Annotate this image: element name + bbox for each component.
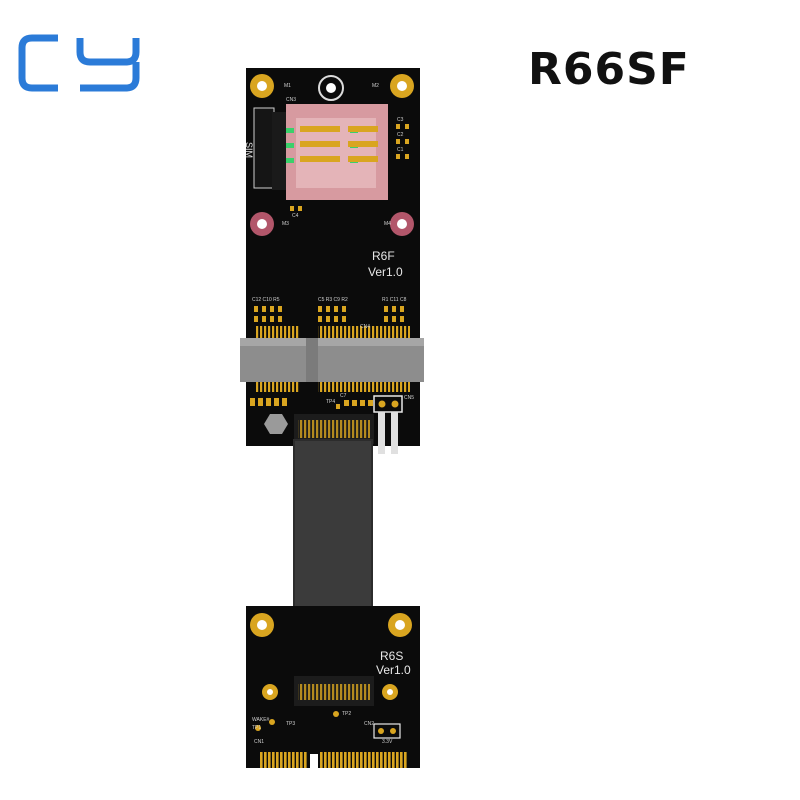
product-model-title: R66SF [528, 44, 690, 95]
silk-cn3: CN3 [286, 97, 297, 103]
lower-version-label: Ver1.0 [376, 663, 411, 677]
silk-tp1: TP1 [252, 725, 262, 731]
silk-3v3: 3.3V [382, 739, 393, 745]
silk-c7: C7 [340, 393, 347, 399]
silk-cn1: CN1 [254, 739, 265, 745]
silk-cn4: CN4 [360, 324, 371, 330]
silk-m2: M2 [372, 83, 379, 89]
upper-version-label: Ver1.0 [368, 265, 403, 279]
silk-left-group: C12 C10 R5 [252, 297, 280, 303]
upper-board [240, 68, 424, 454]
lower-model-label: R6S [380, 649, 404, 663]
upper-model-label: R6F [372, 249, 395, 263]
lower-board [246, 606, 420, 768]
silk-m3: M3 [282, 221, 289, 227]
silk-c4: C4 [292, 213, 299, 219]
silk-c1: C1 [397, 147, 404, 153]
silk-cn2: CN2 [364, 721, 375, 727]
silk-tp2: TP2 [342, 711, 352, 717]
silk-tp3: TP3 [286, 721, 296, 727]
silk-tp4: TP4 [326, 399, 336, 405]
silk-wake: WAKE# [252, 717, 270, 723]
silk-sim: SIM [244, 142, 254, 159]
silk-cn5: CN5 [404, 395, 415, 401]
silk-right-group: R1 C11 C8 [382, 297, 407, 303]
brand-logo-icon [18, 34, 140, 92]
silk-c2: C2 [397, 132, 404, 138]
silk-c3: C3 [397, 117, 404, 123]
silk-m1: M1 [284, 83, 291, 89]
silk-mid-group: C5 R3 C9 R2 [318, 297, 348, 303]
silk-m4: M4 [384, 221, 391, 227]
